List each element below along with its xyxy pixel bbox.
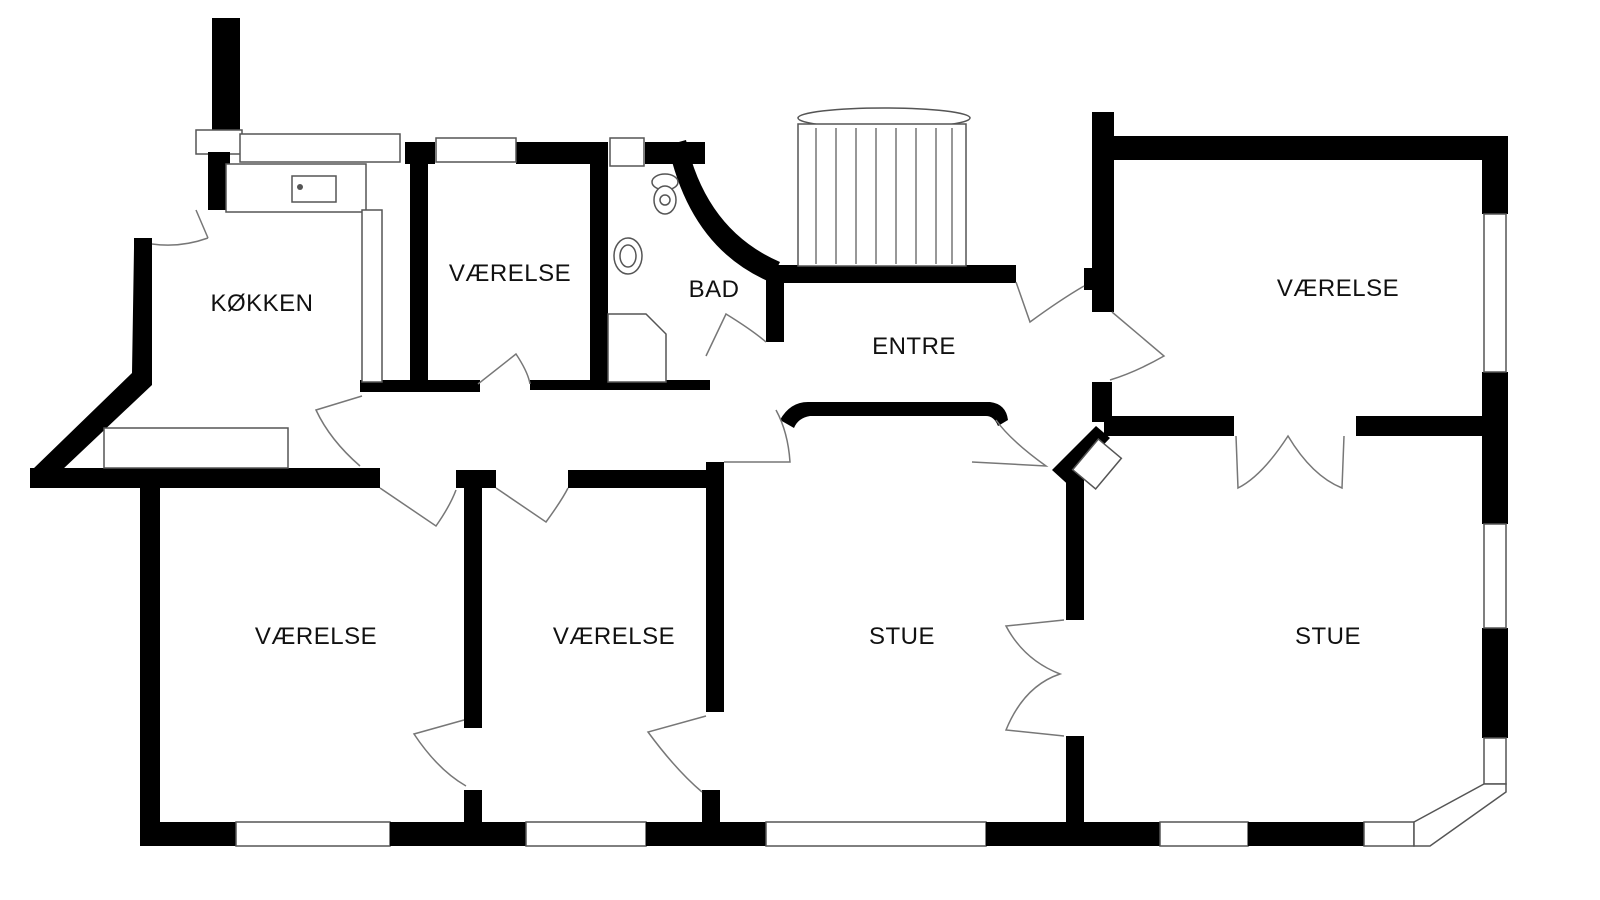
window-right-1 <box>1483 213 1507 373</box>
chimney-wall <box>212 18 240 136</box>
right-mid-wall-b <box>1356 416 1496 436</box>
bottom-wall-1 <box>140 822 236 846</box>
kitchen-counter-top <box>239 133 401 163</box>
room-label-bedroom-bottom-left: VÆRELSE <box>255 623 377 650</box>
door-bedroom-bl-bottom-icon <box>412 719 467 787</box>
wall-v-bedroom-mid <box>464 478 482 728</box>
right-top-post <box>1092 112 1114 312</box>
door-kitchen-outside-icon <box>151 209 209 246</box>
wall-v-2 <box>590 155 608 387</box>
window-bottom-4 <box>1159 821 1249 847</box>
right-outer-wall-3 <box>1482 628 1508 738</box>
bath-right-wall <box>766 268 784 342</box>
window-bottom-1 <box>235 821 391 847</box>
door-entre-right-icon <box>1015 281 1085 324</box>
right-outer-wall-2 <box>1482 372 1508 524</box>
chimney-wall-lower <box>208 152 230 210</box>
wall-h-bedroom-bath <box>530 380 710 390</box>
door-entre-stue-right-icon <box>971 419 1049 467</box>
bottom-wall-5 <box>1248 822 1364 846</box>
door-bathroom-icon <box>705 312 767 357</box>
window-bottom-3 <box>765 821 987 847</box>
door-double-right-icon <box>1235 434 1345 490</box>
right-outer-wall-1 <box>1482 136 1508 214</box>
door-double-stue-icon <box>1004 619 1065 737</box>
wall-v-bedroom-bl <box>140 478 160 838</box>
right-mid-wall-a <box>1104 416 1234 436</box>
wall-v-bedroom-mid-low <box>464 790 482 828</box>
doors <box>151 209 1345 793</box>
window-right-3 <box>1483 737 1507 785</box>
fixtures <box>103 107 1123 491</box>
wall-h-under-kitchen <box>30 468 380 488</box>
kitchen-sink <box>291 175 337 203</box>
room-label-bedroom-right: VÆRELSE <box>1277 275 1399 302</box>
sink-drain-icon <box>297 184 303 190</box>
door-entre-stue-left-icon <box>724 409 791 463</box>
right-door-stub <box>1084 268 1098 290</box>
staircase-icon <box>797 107 971 267</box>
stair-wall <box>776 265 1016 283</box>
room-label-living-right: STUE <box>1295 623 1361 650</box>
toilet-icon <box>651 173 679 215</box>
wall-h-kitchen-bedroom <box>360 380 480 392</box>
wall-v-1 <box>410 155 428 387</box>
stue-left-post <box>706 462 724 712</box>
bottom-wall-2 <box>390 822 526 846</box>
door-bedroom-top-icon <box>477 352 531 385</box>
wall-v-stue-low <box>702 790 720 830</box>
top-wall-2 <box>516 142 608 164</box>
room-label-bedroom-bottom-middle: VÆRELSE <box>553 623 675 650</box>
door-bedroom-mid-bottom-icon <box>646 715 707 793</box>
chimney-cap <box>195 129 243 155</box>
door-hall-bedroom-bl-icon <box>379 487 457 528</box>
bottom-wall-4 <box>986 822 1160 846</box>
door-hall-bedroom-mid-icon <box>495 487 569 524</box>
room-label-hallway: ENTRE <box>872 333 956 360</box>
window-bottom-5 <box>1363 821 1415 847</box>
door-kitchen-hall-icon <box>314 395 363 467</box>
kitchen-counter-right <box>361 209 383 383</box>
window-top-2 <box>609 137 645 167</box>
washbasin-icon <box>613 237 643 275</box>
entre-lower-wall <box>780 402 1008 428</box>
hall-cabinet <box>1071 437 1123 491</box>
stue-divider-upper <box>1066 470 1084 620</box>
right-mid-post <box>1092 382 1112 422</box>
window-right-2 <box>1483 523 1507 629</box>
kitchen-wall-left <box>134 245 152 385</box>
door-bedroom-right-icon <box>1109 311 1166 381</box>
bottom-wall-3 <box>646 822 766 846</box>
bay-window-corner <box>1413 783 1507 847</box>
stue-divider-lower <box>1066 736 1084 836</box>
room-labels: KØKKEN VÆRELSE BAD ENTRE VÆRELSE VÆRELSE… <box>210 260 1399 650</box>
shower-tray <box>607 313 667 383</box>
kitchen-corner-stub <box>134 238 152 252</box>
room-label-bathroom: BAD <box>689 276 740 303</box>
walls <box>30 18 1508 847</box>
bath-curved-wall <box>668 140 780 282</box>
wall-h-stue-top <box>568 470 718 488</box>
room-label-bedroom-top: VÆRELSE <box>449 260 571 287</box>
kitchen-counter-low <box>103 427 289 469</box>
room-label-kitchen: KØKKEN <box>210 290 313 317</box>
window-top-1 <box>435 137 517 163</box>
right-top-wall <box>1104 136 1508 160</box>
window-bottom-2 <box>525 821 647 847</box>
room-label-living-center: STUE <box>869 623 935 650</box>
